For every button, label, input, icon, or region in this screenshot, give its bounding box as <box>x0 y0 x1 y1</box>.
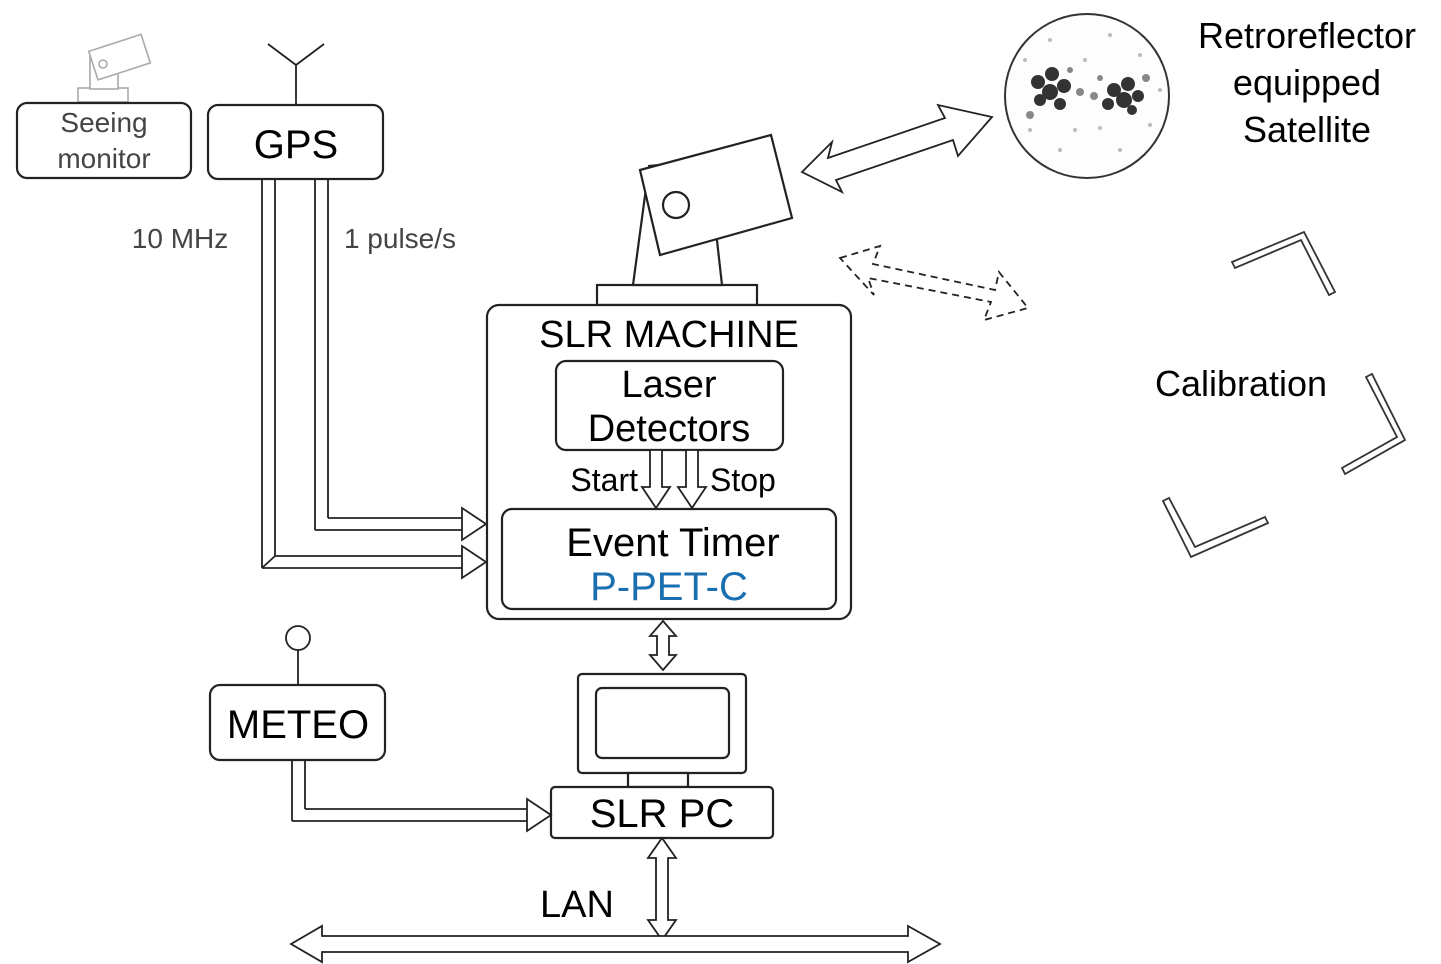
start-arrow <box>640 449 672 510</box>
gps-10mhz-line <box>261 179 488 580</box>
satellite-label-3: Satellite <box>1243 109 1371 150</box>
seeing-monitor-box <box>15 101 193 180</box>
stop-arrow <box>676 449 708 510</box>
seeing-monitor-label-2: monitor <box>57 143 150 174</box>
machine-pc-link <box>648 619 678 672</box>
satellite-label-2: equipped <box>1233 62 1381 103</box>
gps: GPS 10 MHz 1 pulse/s <box>132 43 456 254</box>
gps-label: GPS <box>254 123 338 167</box>
detectors-label: Detectors <box>588 408 751 450</box>
slr-pc: SLR PC <box>549 785 775 840</box>
calibration-label: Calibration <box>1155 363 1327 404</box>
pc-monitor-icon <box>576 672 748 789</box>
signal-pps-label: 1 pulse/s <box>344 223 456 254</box>
meteo-sensor-icon <box>285 625 311 651</box>
start-label: Start <box>570 462 638 498</box>
gps-box <box>206 103 385 181</box>
gps-pps-line <box>314 179 488 542</box>
event-timer-model: P-PET-C <box>590 565 748 609</box>
event-timer-box <box>500 507 838 611</box>
meteo-pc-line <box>291 760 553 833</box>
laser-label: Laser <box>621 364 716 406</box>
seeing-monitor-label-1: Seeing <box>60 107 147 138</box>
meteo-label: METEO <box>227 703 369 747</box>
slr-telescope-icon <box>595 133 794 307</box>
meteo: METEO <box>208 625 387 762</box>
stop-label: Stop <box>710 462 776 498</box>
satellite-retroreflector-icon <box>1004 13 1170 179</box>
satellite-ranging-arrow <box>800 103 994 195</box>
pc-lan-link <box>646 836 678 942</box>
antenna-icon <box>267 43 325 105</box>
calibration-ranging-arrow <box>838 244 1030 322</box>
signal-10mhz-label: 10 MHz <box>132 223 228 254</box>
slr-machine-title: SLR MACHINE <box>539 314 799 356</box>
lan-bus <box>289 924 942 964</box>
slr-machine: SLR MACHINE Laser Detectors Start Stop E… <box>485 303 853 621</box>
seeing-monitor: Seeing monitor <box>15 33 193 180</box>
meteo-box <box>208 683 387 762</box>
slr-pc-label: SLR PC <box>590 792 735 836</box>
laser-detectors-box <box>554 359 785 452</box>
event-timer-label: Event Timer <box>566 521 779 565</box>
satellite-label-1: Retroreflector <box>1198 15 1416 56</box>
seeing-monitor-telescope-icon <box>77 33 152 103</box>
lan-label: LAN <box>540 884 614 926</box>
calibration-targets <box>1161 230 1407 559</box>
